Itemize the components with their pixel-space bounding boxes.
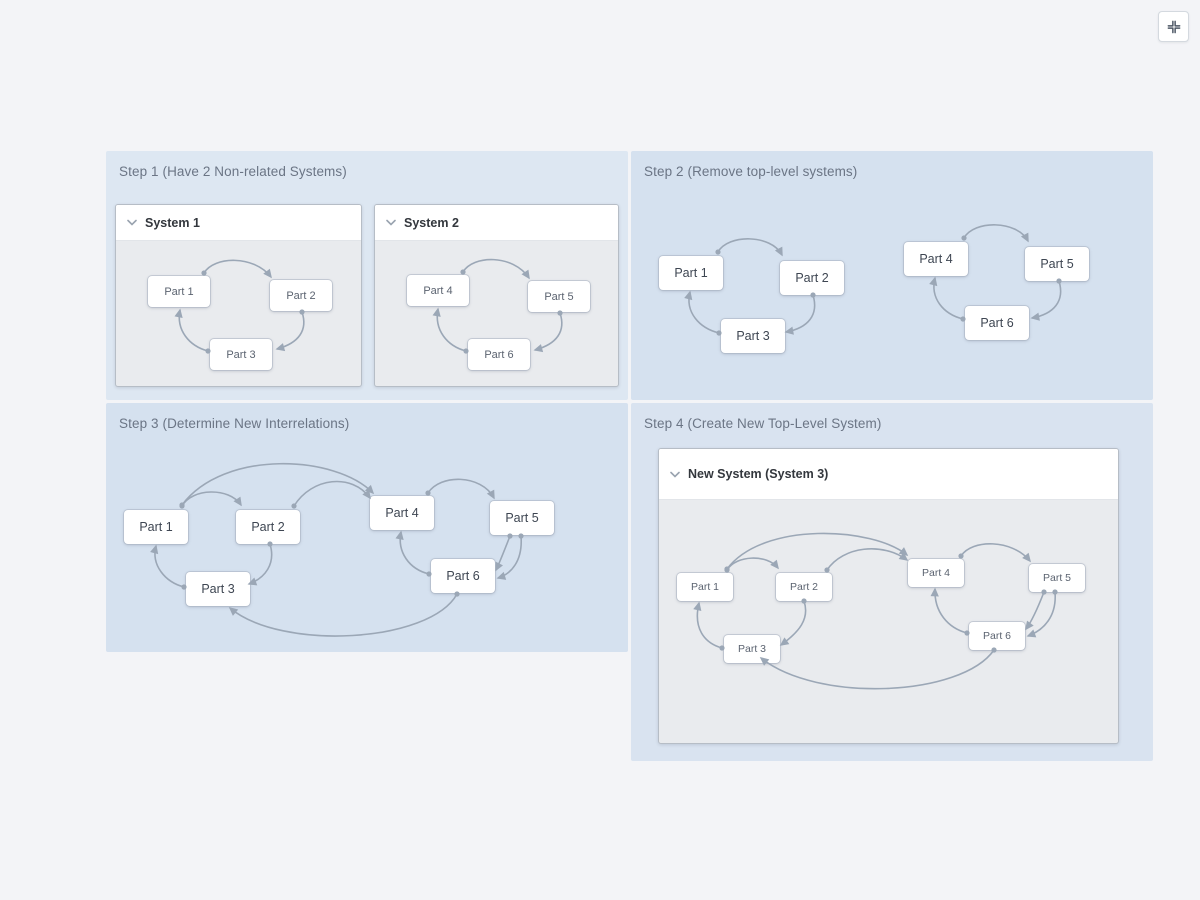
chevron-down-icon[interactable]: [127, 219, 137, 226]
edge-origin-dot: [179, 502, 185, 508]
edge-connection: [395, 530, 430, 575]
edge-connection: [717, 238, 783, 257]
fit-view-button[interactable]: [1158, 11, 1189, 42]
node-part-5[interactable]: Part 5: [1029, 564, 1085, 592]
node-part-6[interactable]: Part 6: [468, 339, 530, 370]
system-2-header[interactable]: System 2: [375, 205, 618, 241]
step-4-title: Step 4 (Create New Top-Level System): [644, 416, 882, 431]
system-1-header[interactable]: System 1: [116, 205, 361, 241]
node-part-1[interactable]: Part 1: [677, 573, 733, 601]
edge-connection: [1030, 280, 1062, 321]
edge-connection: [495, 535, 511, 572]
node-part-5[interactable]: Part 5: [490, 501, 554, 535]
edge-origin-dot: [179, 503, 185, 509]
node-part-6[interactable]: Part 6: [969, 622, 1025, 650]
node-part-6[interactable]: Part 6: [431, 559, 495, 593]
node-part-3[interactable]: Part 3: [721, 319, 785, 353]
node-part-4[interactable]: Part 4: [370, 496, 434, 530]
edge-origin-dot: [961, 235, 967, 241]
panel-step-1: Step 1 (Have 2 Non-related Systems) Syst…: [106, 151, 628, 400]
new-system-title: New System (System 3): [688, 467, 829, 481]
node-part-5[interactable]: Part 5: [1025, 247, 1089, 281]
edge-connection: [247, 543, 273, 586]
edge-connection: [496, 535, 522, 580]
node-part-2[interactable]: Part 2: [236, 510, 300, 544]
node-part-3[interactable]: Part 3: [724, 635, 780, 663]
node-part-2[interactable]: Part 2: [270, 280, 332, 311]
chevron-down-icon[interactable]: [670, 471, 680, 478]
edge-connection: [784, 294, 816, 335]
node-part-2[interactable]: Part 2: [776, 573, 832, 601]
edge-origin-dot: [715, 249, 721, 255]
step-1-title: Step 1 (Have 2 Non-related Systems): [119, 164, 347, 179]
panel-step-4: Step 4 (Create New Top-Level System) New…: [631, 403, 1153, 761]
edge-origin-dot: [291, 503, 297, 509]
edge-connection: [293, 480, 371, 507]
step-3-title: Step 3 (Determine New Interrelations): [119, 416, 350, 431]
edge-connection: [684, 290, 720, 334]
edge-connection: [427, 478, 495, 500]
edge-connection: [181, 491, 242, 507]
edge-connection: [963, 224, 1029, 243]
edge-origin-dot: [425, 490, 431, 496]
edge-connection: [150, 544, 185, 588]
node-part-4[interactable]: Part 4: [407, 275, 469, 306]
edge-connection: [181, 462, 375, 506]
edge-connection: [929, 276, 964, 320]
step-2-title: Step 2 (Remove top-level systems): [644, 164, 858, 179]
node-part-1[interactable]: Part 1: [659, 256, 723, 290]
edge-connection: [228, 593, 458, 637]
node-part-1[interactable]: Part 1: [148, 276, 210, 307]
node-part-6[interactable]: Part 6: [965, 306, 1029, 340]
node-part-5[interactable]: Part 5: [528, 281, 590, 312]
compress-icon: [1166, 19, 1182, 35]
node-part-3[interactable]: Part 3: [210, 339, 272, 370]
node-part-2[interactable]: Part 2: [780, 261, 844, 295]
panel-step-3: Step 3 (Determine New Interrelations) Pa…: [106, 403, 628, 652]
chevron-down-icon[interactable]: [386, 219, 396, 226]
system-1-title: System 1: [145, 215, 200, 230]
new-system-header[interactable]: New System (System 3): [659, 449, 1118, 500]
node-part-4[interactable]: Part 4: [908, 559, 964, 587]
node-part-3[interactable]: Part 3: [186, 572, 250, 606]
node-part-4[interactable]: Part 4: [904, 242, 968, 276]
system-2-title: System 2: [404, 215, 459, 230]
panel-step-2: Step 2 (Remove top-level systems) Part 1…: [631, 151, 1153, 400]
node-part-1[interactable]: Part 1: [124, 510, 188, 544]
